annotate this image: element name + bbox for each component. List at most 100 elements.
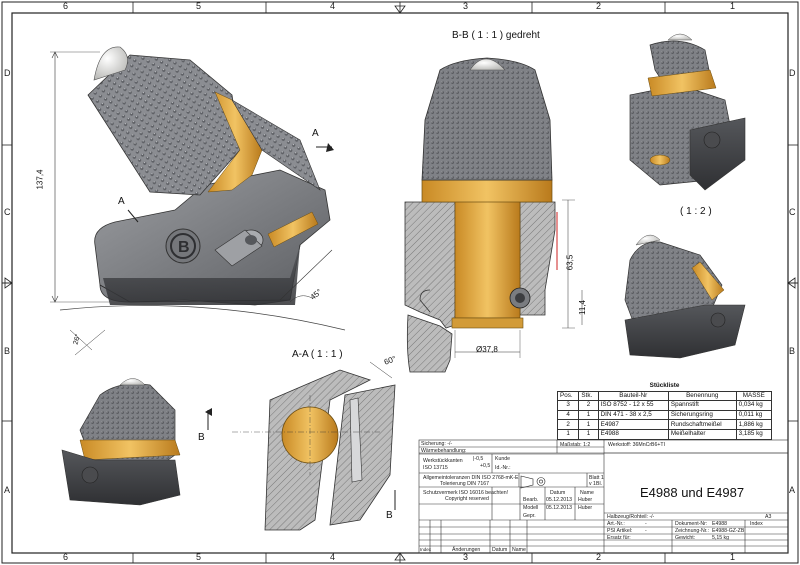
cell-benennung: Spannstift bbox=[667, 400, 737, 411]
zone-row-c-right: C bbox=[789, 207, 796, 217]
tb-gewicht: Gewicht: bbox=[675, 535, 696, 541]
col-benennung: Benennung bbox=[667, 390, 737, 402]
projection-symbol bbox=[520, 475, 546, 489]
cell-pos: 1 bbox=[556, 428, 580, 440]
zone-col-4-top: 4 bbox=[330, 1, 336, 11]
scale-label-1-2: ( 1 : 2 ) bbox=[680, 206, 712, 217]
center-mark-left bbox=[4, 277, 13, 289]
cell-masse: 3,185 kg bbox=[735, 428, 773, 440]
tb-psi-artikel: PSI Artikel: bbox=[607, 528, 633, 534]
cut-label-b-left: B bbox=[198, 432, 205, 443]
cut-label-b-right: B bbox=[386, 510, 393, 521]
cell-stk: 1 bbox=[578, 428, 599, 440]
table-row: 2 1 E4987 Rundschaftmeißel 1,886 kg bbox=[556, 419, 773, 430]
parts-list-caption: Stückliste bbox=[557, 382, 772, 392]
tb-tolerierung: Tolerierung DIN 7167 bbox=[440, 481, 490, 487]
main-view-pick-holder: B bbox=[50, 46, 346, 356]
zone-col-4-bottom: 4 bbox=[330, 552, 336, 562]
iso-view-bottom-left bbox=[61, 378, 181, 506]
tb-copyright: Copyright reserved bbox=[445, 496, 489, 502]
tb-iso13715: ISO 13715 bbox=[423, 465, 448, 471]
dim-635: 63,5 bbox=[565, 254, 575, 271]
tb-datum: Datum bbox=[550, 490, 566, 496]
zone-row-c-left: C bbox=[4, 207, 11, 217]
cell-stk: 2 bbox=[578, 400, 599, 411]
svg-text:B: B bbox=[178, 239, 190, 256]
tb-waermebehandlung: Wärmebehandlung: bbox=[421, 448, 467, 454]
zone-row-d-left: D bbox=[4, 68, 11, 78]
zone-col-6-top: 6 bbox=[63, 1, 69, 11]
cell-benennung: Rundschaftmeißel bbox=[667, 419, 737, 430]
tb-index: Index bbox=[750, 521, 763, 527]
cut-label-a-top: A bbox=[312, 128, 319, 139]
section-aa-view bbox=[205, 361, 398, 531]
zone-col-2-bottom: 2 bbox=[596, 552, 602, 562]
table-row: 3 2 ISO 8752 - 12 x 55 Spannstift 0,034 … bbox=[556, 400, 773, 411]
tb-format: A3 bbox=[765, 514, 772, 520]
tb-modell-name: Huber bbox=[578, 505, 593, 511]
center-mark-bottom bbox=[394, 552, 406, 561]
parts-list-header: Pos. Stk. Bauteil-Nr Benennung MASSE bbox=[556, 390, 773, 402]
zone-col-3-top: 3 bbox=[463, 1, 469, 11]
center-mark-top bbox=[394, 5, 406, 14]
tb-rev-index: Index bbox=[420, 547, 432, 552]
tb-werkstueckkanten: Werkstückkanten bbox=[423, 458, 463, 464]
tb-gewicht-val: 5,15 kg bbox=[712, 535, 730, 541]
tb-bearb-date: 05.12.2013 bbox=[546, 497, 572, 503]
tb-edge-plus: +0,5 bbox=[480, 463, 491, 469]
tb-psi-artikel-val: - bbox=[645, 528, 647, 534]
tb-bearb: Bearb. bbox=[523, 497, 539, 503]
tb-halbzeug: Halbzeug/Rohteil: -/- bbox=[607, 514, 655, 520]
tb-modell: Modell bbox=[523, 505, 539, 511]
cell-benennung: Sicherungsring bbox=[667, 409, 737, 421]
cut-label-a-left: A bbox=[118, 196, 125, 207]
zone-col-5-bottom: 5 bbox=[196, 552, 202, 562]
tb-bearb-name: Huber bbox=[578, 497, 593, 503]
title-block-grid bbox=[418, 439, 789, 554]
cell-masse: 0,011 kg bbox=[735, 409, 773, 421]
zone-row-a-right: A bbox=[789, 485, 796, 495]
col-stk: Stk. bbox=[578, 390, 599, 402]
cell-bauteil-nr: DIN 471 - 38 x 2,5 bbox=[597, 409, 669, 421]
cell-bauteil-nr: E4987 bbox=[597, 419, 669, 430]
iso-view-mid-right bbox=[624, 234, 746, 359]
tb-sicherung: Sicherung: -/- bbox=[421, 441, 453, 447]
cell-stk: 1 bbox=[578, 419, 599, 430]
tb-idnr: Id.-Nr.: bbox=[495, 465, 511, 471]
dim-height-1374: 137,4 bbox=[35, 169, 45, 190]
tb-gepr: Gepr. bbox=[523, 513, 536, 519]
col-pos: Pos. bbox=[556, 390, 580, 402]
zone-col-1-bottom: 1 bbox=[730, 552, 736, 562]
tb-massstab: Maßstab: 1:2 bbox=[560, 442, 591, 448]
tb-bl: Bl. bbox=[596, 481, 603, 487]
zone-row-b-left: B bbox=[4, 346, 11, 356]
tb-zeichnung-nr-val: E4988-GZ-ZB bbox=[712, 528, 745, 534]
cell-pos: 4 bbox=[556, 409, 580, 421]
zone-col-1-top: 1 bbox=[730, 1, 736, 11]
tb-art-nr-val: - bbox=[645, 521, 647, 527]
center-mark-right bbox=[787, 277, 796, 289]
tb-allgemeintoleranzen: Allgemeintoleranzen DIN ISO 2768-mK-E bbox=[423, 475, 519, 481]
table-row: 4 1 DIN 471 - 38 x 2,5 Sicherungsring 0,… bbox=[556, 409, 773, 421]
cell-pos: 3 bbox=[556, 400, 580, 411]
tb-art-nr: Art.-Nr.: bbox=[607, 521, 625, 527]
zone-row-a-left: A bbox=[4, 485, 11, 495]
dim-dia-378: Ø37,8 bbox=[476, 345, 498, 354]
tb-werkstoff: Werkstoff: 36MnCrB6+TI bbox=[608, 442, 666, 448]
cell-masse: 1,886 kg bbox=[735, 419, 773, 430]
zone-row-d-right: D bbox=[789, 68, 796, 78]
zone-row-b-right: B bbox=[789, 346, 796, 356]
section-bb-view bbox=[404, 57, 583, 373]
zone-col-2-top: 2 bbox=[596, 1, 602, 11]
tb-zeichnung-nr: Zeichnung-Nr.: bbox=[675, 528, 710, 534]
iso-view-top-right bbox=[629, 33, 746, 191]
dim-114: 11,4 bbox=[577, 300, 587, 315]
col-masse: MASSE bbox=[735, 390, 773, 402]
section-bb-title: B-B ( 1 : 1 ) gedreht bbox=[452, 30, 540, 41]
cell-benennung: Meißelhalter bbox=[667, 428, 737, 440]
drawing-main-title: E4988 und E4987 bbox=[640, 485, 745, 500]
tb-modell-date: 05.12.2013 bbox=[546, 505, 572, 511]
tb-rev-aenderungen: Änderungen bbox=[452, 547, 481, 553]
zone-col-6-bottom: 6 bbox=[63, 552, 69, 562]
